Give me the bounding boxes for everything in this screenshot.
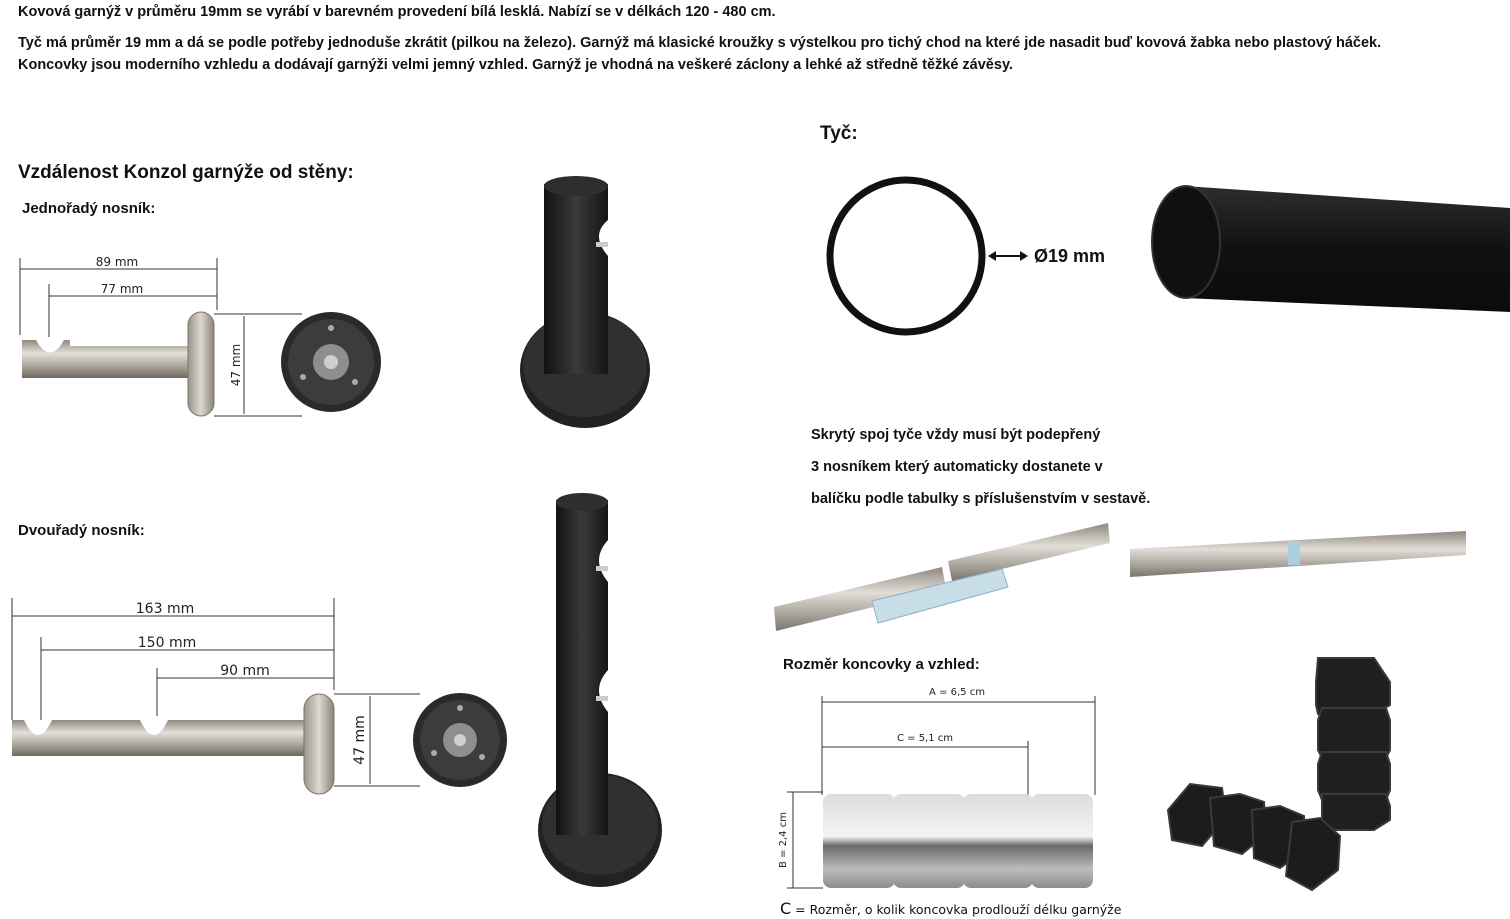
endcap-title: Rozměr koncovky a vzhled: (783, 656, 980, 673)
rod-title: Tyč: (820, 123, 858, 144)
dim-47-double: 47 mm (352, 715, 368, 765)
dim-b: B = 2,4 cm (778, 812, 789, 868)
rod-joint-closed-photo (1130, 531, 1466, 577)
dim-a: A = 6,5 cm (929, 687, 985, 698)
double-bracket-diagram: 163 mm 150 mm 90 mm 47 mm (11, 598, 507, 795)
endcap-caption-letter: C (780, 899, 792, 918)
double-bracket-black-photo (538, 493, 662, 887)
joint-note-line-3: balíčku podle tabulky s příslušenstvím v… (811, 491, 1151, 507)
intro-line-2: Tyč má průměr 19 mm a dá se podle potřeb… (18, 35, 1382, 51)
dim-89: 89 mm (96, 255, 138, 269)
dim-163: 163 mm (136, 601, 194, 617)
double-bracket-label: Dvouřadý nosník: (18, 522, 145, 539)
joint-note-line-2: 3 nosníkem který automaticky dostanete v (811, 459, 1103, 475)
single-bracket-black-photo (520, 176, 650, 428)
black-rod-photo (1151, 185, 1510, 312)
single-bracket-diagram: 89 mm 77 mm 47 mm (19, 255, 381, 417)
black-endcaps-photo (1166, 657, 1391, 892)
rod-diameter-label: Ø19 mm (1034, 246, 1105, 266)
rod-cross-section-diagram: Ø19 mm (826, 176, 1105, 336)
endcap-caption-text: = Rozměr, o kolik koncovka prodlouží dél… (791, 902, 1122, 917)
joint-note-line-1: Skrytý spoj tyče vždy musí být podepřený (811, 427, 1101, 443)
endcap-dimension-diagram: A = 6,5 cm C = 5,1 cm B = 2,4 cm (778, 687, 1096, 889)
endcap-caption: C = Rozměr, o kolik koncovka prodlouží d… (780, 899, 1121, 918)
dim-77: 77 mm (101, 282, 143, 296)
dim-c: C = 5,1 cm (897, 733, 953, 744)
brackets-title: Vzdálenost Konzol garnýže od stěny: (18, 162, 354, 183)
rod-joint-open-photo (774, 523, 1110, 631)
intro-line-1: Kovová garnýž v průměru 19mm se vyrábí v… (18, 4, 776, 20)
dim-90: 90 mm (220, 663, 270, 679)
intro-line-3: Koncovky jsou moderního vzhledu a dodáva… (18, 57, 1013, 73)
dim-150: 150 mm (138, 635, 196, 651)
dim-47-single: 47 mm (229, 344, 243, 386)
single-bracket-label: Jednořadý nosník: (22, 200, 156, 217)
